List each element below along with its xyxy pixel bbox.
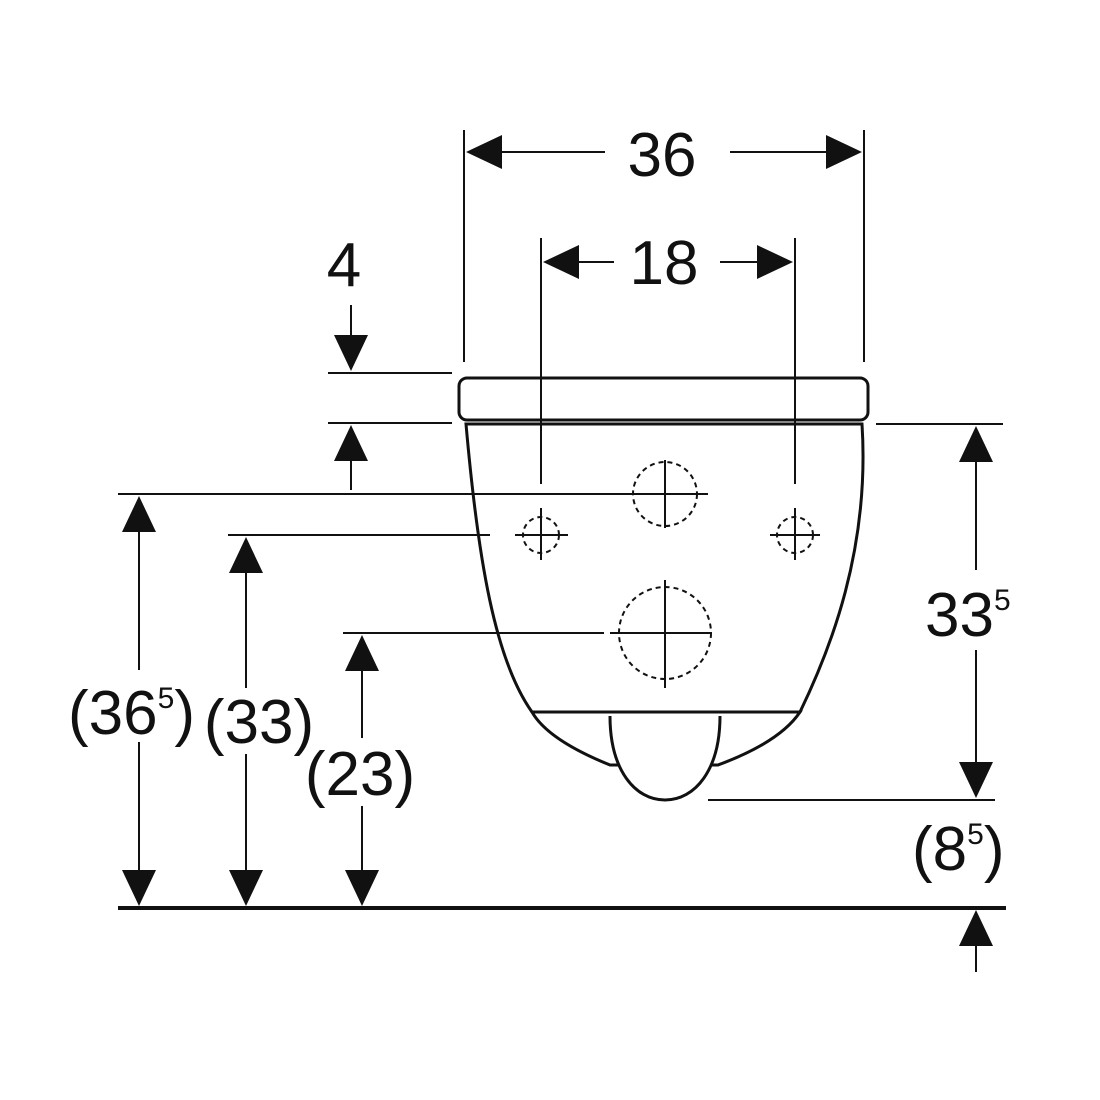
toilet-body xyxy=(457,376,870,802)
seat-thickness-label: 4 xyxy=(327,231,361,300)
toilet-seat xyxy=(457,376,870,422)
top-fixing-height-dimension: (365) xyxy=(68,496,195,906)
toilet-outlet xyxy=(608,715,722,802)
overall-width-dimension: 36 xyxy=(466,121,862,190)
outlet-height-label: (23) xyxy=(305,740,415,809)
svg-text:(85): (85) xyxy=(912,815,1004,884)
outlet-clearance-base: 8 xyxy=(933,815,967,884)
extension-lines xyxy=(118,130,1003,801)
svg-text:(365): (365) xyxy=(68,679,195,748)
bowl-height-sup: 5 xyxy=(994,584,1011,617)
top-fixing-height-sup: 5 xyxy=(158,682,175,715)
outlet-clearance-open: ( xyxy=(912,815,933,884)
fixing-spacing-label: 18 xyxy=(630,229,699,298)
top-fixing-height-close: ) xyxy=(174,679,195,748)
outlet-clearance-dimension: (85) xyxy=(912,815,1004,972)
top-fixing-height-base: 36 xyxy=(89,679,158,748)
side-fixing-height-label: (33) xyxy=(204,688,314,757)
top-fixing-height-open: ( xyxy=(68,679,89,748)
fixing-spacing-dimension: 18 xyxy=(543,229,793,298)
bowl-height-base: 33 xyxy=(925,581,994,650)
side-fixing-height-dimension: (33) xyxy=(204,537,314,906)
toilet-bowl xyxy=(464,422,865,714)
outlet-clearance-sup: 5 xyxy=(967,818,984,851)
bowl-height-dimension: 335 xyxy=(916,426,1036,798)
fixing-holes xyxy=(515,460,820,688)
outlet-clearance-close: ) xyxy=(984,815,1005,884)
overall-width-label: 36 xyxy=(628,121,697,190)
outlet-height-dimension: (23) xyxy=(305,635,415,906)
seat-thickness-dimension: 4 xyxy=(327,231,368,490)
svg-text:335: 335 xyxy=(925,581,1011,650)
